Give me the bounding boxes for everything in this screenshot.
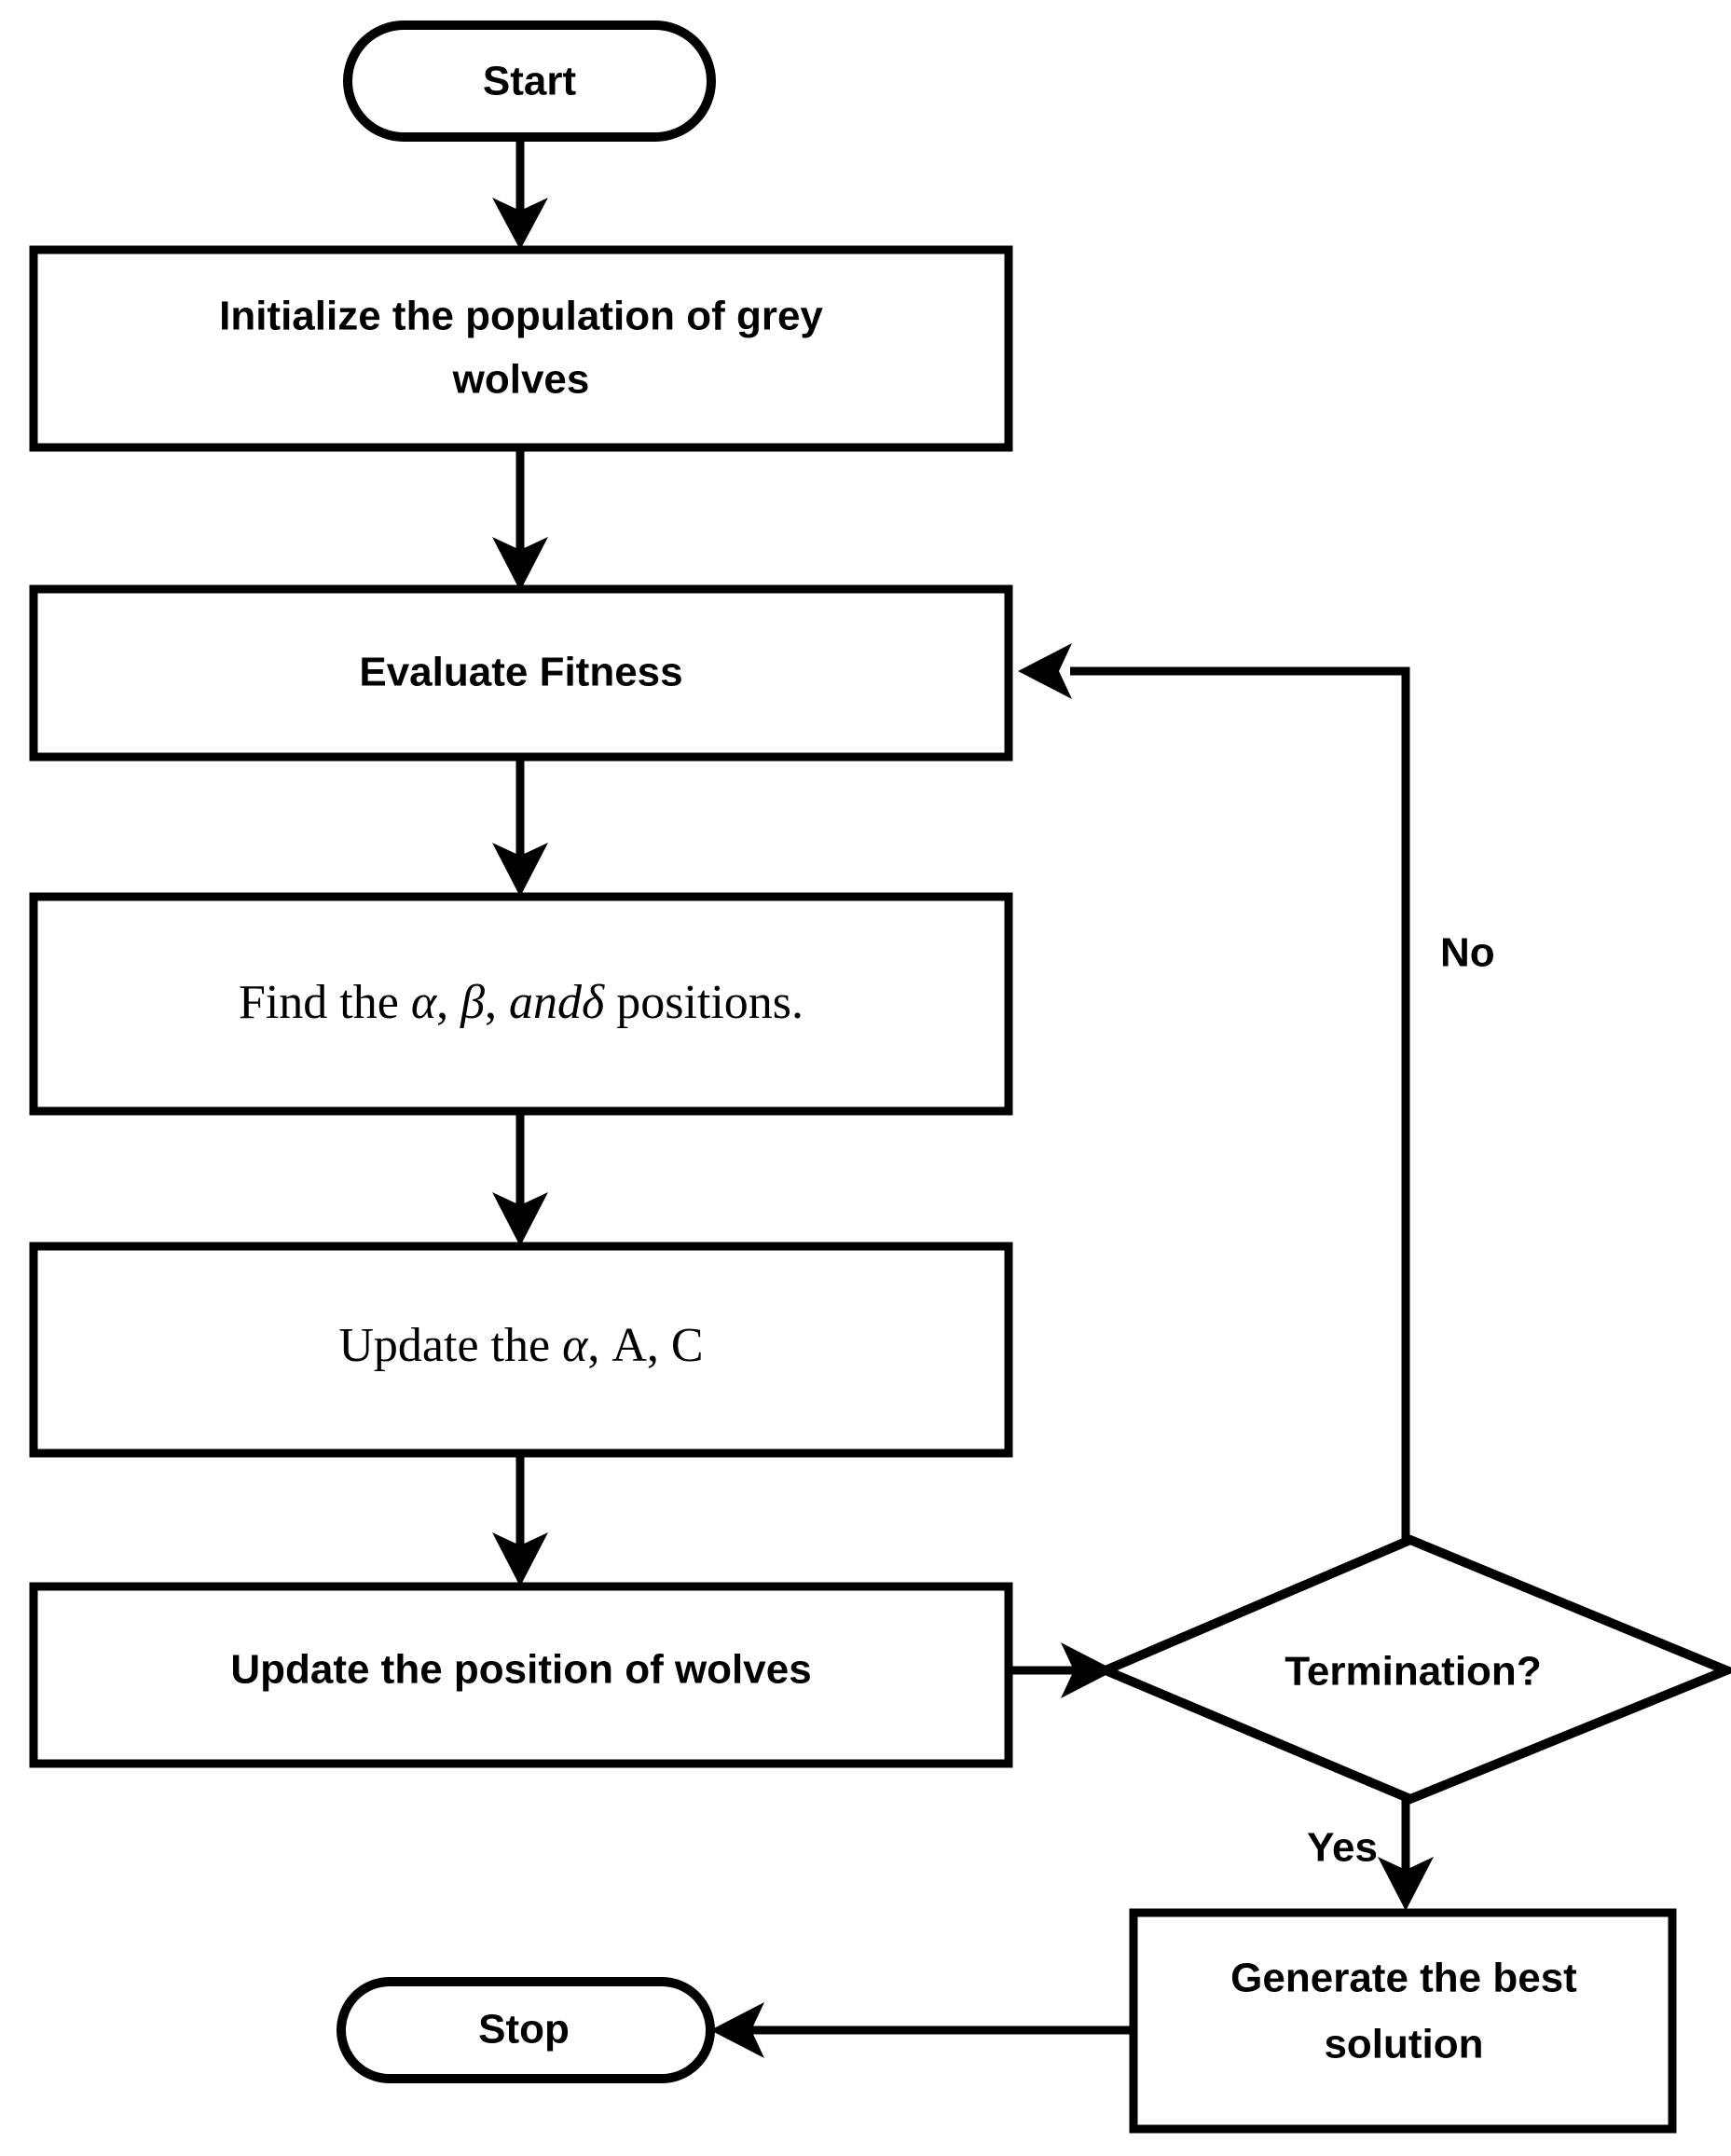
stop-label: Stop <box>478 2007 570 2053</box>
start-label: Start <box>483 59 577 104</box>
termination-label: Termination? <box>1285 1649 1541 1695</box>
node-generate-solution[interactable]: Generate the best solution <box>1129 1908 1677 2134</box>
arrow-head-icon <box>492 1532 548 1586</box>
evaluate-shape <box>29 584 1013 762</box>
edge-label-no: No <box>1440 930 1495 976</box>
find-label-and: and <box>509 976 583 1029</box>
arrow-head-icon <box>1061 1642 1115 1698</box>
update-params-prefix: Update the <box>338 1319 562 1372</box>
edge-update-position-to-termination <box>1011 1642 1115 1698</box>
node-start[interactable]: Start <box>343 21 716 142</box>
edge-update-params-to-update-position <box>492 1454 548 1586</box>
arrow-head-icon <box>492 537 548 591</box>
generate-label-line1: Generate the best <box>1230 1956 1577 2001</box>
find-label-delta: δ <box>582 976 605 1029</box>
arrow-head-icon <box>492 1192 548 1246</box>
initialize-shape <box>29 245 1013 452</box>
edge-find-to-update-params <box>492 1112 548 1246</box>
edge-label-yes: Yes <box>1307 1825 1378 1871</box>
update-params-label: Update the α, A, C <box>338 1319 703 1372</box>
node-update-parameters[interactable]: Update the α, A, C <box>29 1242 1013 1458</box>
edge-evaluate-to-find <box>492 757 548 897</box>
generate-shape <box>1129 1908 1677 2134</box>
find-label-prefix: Find the <box>239 976 411 1029</box>
find-label-beta: β <box>460 976 485 1029</box>
find-shape <box>29 892 1013 1116</box>
update-position-shape <box>29 1582 1013 1768</box>
stop-shape <box>337 1977 715 2083</box>
update-params-alpha: α <box>562 1319 589 1372</box>
find-label: Find the α, β, andδ positions. <box>239 976 804 1029</box>
edge-generate-to-stop <box>710 2002 1133 2058</box>
find-label-sep2: , <box>485 976 509 1029</box>
node-stop[interactable]: Stop <box>337 1977 715 2083</box>
edge-termination-yes-to-generate <box>1378 1797 1434 1911</box>
edge-start-to-initialize <box>492 142 548 250</box>
node-termination[interactable]: Termination? <box>1093 1534 1731 1805</box>
initialize-label-line1: Initialize the population of grey <box>219 294 823 339</box>
edge-initialize-to-evaluate <box>492 449 548 591</box>
arrow-head-icon <box>710 2002 764 2058</box>
termination-shape <box>1093 1534 1731 1805</box>
update-params-suffix: , A, C <box>587 1319 703 1372</box>
edge-termination-no-to-evaluate <box>1018 643 1410 1543</box>
node-evaluate-fitness[interactable]: Evaluate Fitness <box>29 584 1013 762</box>
update-params-shape <box>29 1242 1013 1458</box>
find-label-suffix: positions. <box>604 976 804 1029</box>
start-shape <box>343 21 716 142</box>
initialize-label-line2: wolves <box>452 357 590 403</box>
node-find-positions[interactable]: Find the α, β, andδ positions. <box>29 892 1013 1116</box>
node-initialize[interactable]: Initialize the population of grey wolves <box>29 245 1013 452</box>
arrow-head-icon <box>492 843 548 897</box>
find-label-alpha: α <box>411 976 438 1029</box>
node-update-position[interactable]: Update the position of wolves <box>29 1582 1013 1768</box>
evaluate-label: Evaluate Fitness <box>359 650 682 695</box>
arrow-head-icon <box>1378 1857 1434 1911</box>
generate-label-line2: solution <box>1324 2022 1483 2067</box>
update-position-label: Update the position of wolves <box>230 1647 811 1693</box>
arrow-head-icon <box>492 198 548 250</box>
arrow-head-icon <box>1018 643 1072 699</box>
find-label-sep1: , <box>436 976 460 1029</box>
